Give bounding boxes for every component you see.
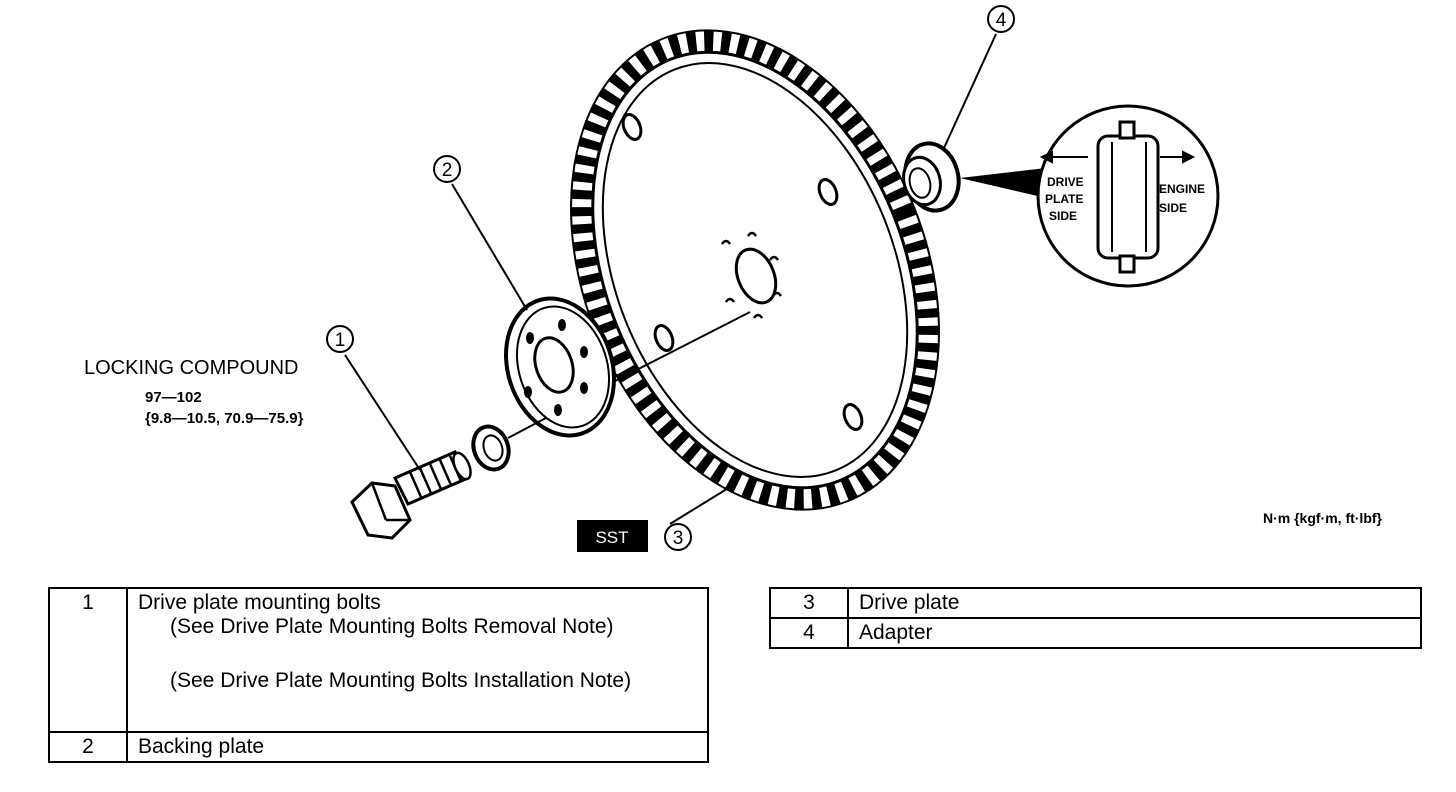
sst-badge: SST [577,520,648,552]
torque-value: 97—102 [145,389,202,406]
svg-text:SST: SST [595,528,628,547]
adapter [902,141,961,213]
drive-plate-side-label-1: DRIVE [1047,175,1084,189]
part-number: 2 [48,731,128,763]
table-row: 4 Adapter [769,617,1422,649]
callout-3: 3 [664,523,692,551]
parts-table-left: 1 Drive plate mounting bolts (See Drive … [48,587,709,763]
parts-table-right: 3 Drive plate 4 Adapter [769,587,1422,649]
drive-plate-side-label-3: SIDE [1049,209,1077,223]
svg-text:4: 4 [996,10,1007,31]
exploded-view-diagram: DRIVE PLATE SIDE ENGINE SIDE 1 2 3 4 LOC… [84,5,1383,552]
svg-text:1: 1 [335,330,346,351]
part-name: Drive plate mounting bolts [138,591,381,614]
part-name: Drive plate [847,587,1422,619]
detail-pointer [960,168,1046,198]
svg-text:2: 2 [442,160,453,181]
callout-1: 1 [326,325,354,353]
callout-2: 2 [433,155,461,183]
washer [471,424,511,472]
leader-lines [344,33,997,525]
installation-note-link[interactable]: (See Drive Plate Mounting Bolts Installa… [170,669,632,692]
units-label: N·m {kgf·m, ft·lbf} [1263,510,1383,526]
callout-4: 4 [987,5,1015,33]
adapter-detail-view: DRIVE PLATE SIDE ENGINE SIDE [1036,104,1220,288]
part-number: 1 [48,587,128,733]
removal-note-link[interactable]: (See Drive Plate Mounting Bolts Removal … [170,615,614,638]
table-row: 1 Drive plate mounting bolts (See Drive … [48,587,709,733]
part-description: Drive plate mounting bolts (See Drive Pl… [126,587,709,733]
backing-plate [504,296,616,438]
part-name: Adapter [847,617,1422,649]
mounting-bolt [350,450,472,540]
part-number: 3 [769,587,849,619]
engine-side-label-1: ENGINE [1159,182,1205,196]
drive-plate-side-label-2: PLATE [1045,192,1083,206]
torque-alt-value: {9.8—10.5, 70.9—75.9} [145,410,304,427]
part-name: Backing plate [126,731,709,763]
table-row: 3 Drive plate [769,587,1422,619]
engine-side-label-2: SIDE [1159,201,1187,215]
svg-text:3: 3 [673,528,684,549]
part-number: 4 [769,617,849,649]
table-row: 2 Backing plate [48,731,709,763]
drive-plate [570,29,940,511]
alignment-lines [507,311,751,439]
locking-compound-label: LOCKING COMPOUND [84,357,298,379]
